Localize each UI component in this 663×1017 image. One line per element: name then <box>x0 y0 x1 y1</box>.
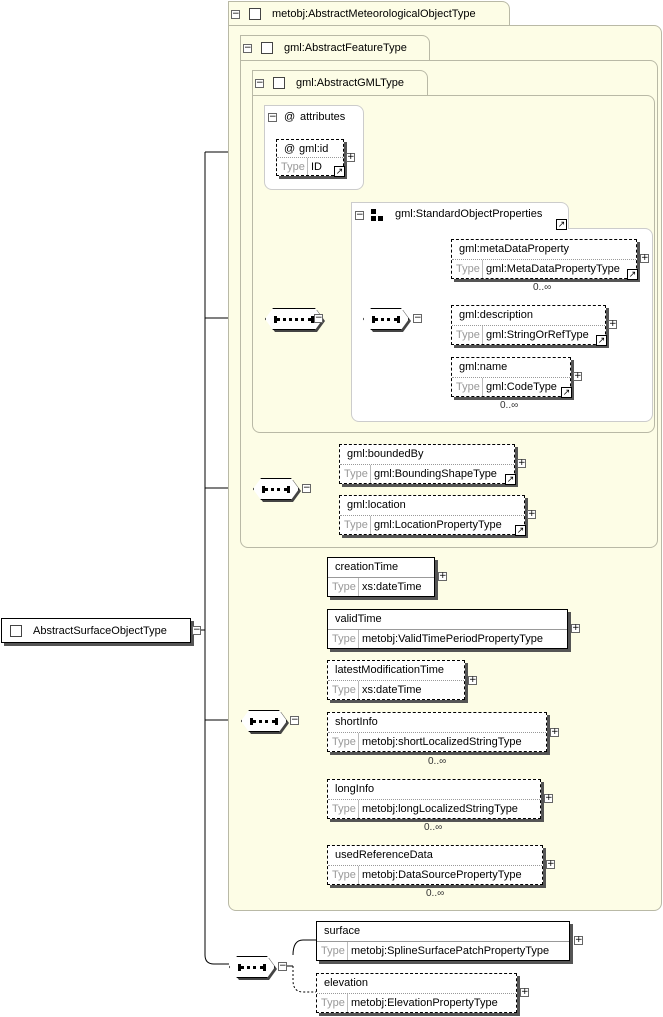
attribute-type: ID <box>311 161 322 173</box>
collapse-toggle-seq-surface[interactable]: − <box>278 961 287 971</box>
checkbox-icon <box>249 8 261 20</box>
checkbox-icon <box>10 625 22 637</box>
expand-toggle[interactable]: + <box>520 987 529 997</box>
expand-toggle-gml-id[interactable]: + <box>346 152 355 162</box>
collapse-toggle-meteo[interactable]: − <box>231 9 240 19</box>
expand-toggle[interactable]: + <box>546 859 555 869</box>
feature-panel-title: gml:AbstractFeatureType <box>284 42 407 54</box>
occurrence-label: 0..∞ <box>426 888 445 899</box>
collapse-toggle-seq-feature[interactable]: − <box>302 483 311 493</box>
occurrence-label: 0..∞ <box>533 282 552 293</box>
root-type-node[interactable]: AbstractSurfaceObjectType <box>1 618 191 643</box>
expand-toggle[interactable]: + <box>608 319 617 329</box>
sequence-icon-meteo[interactable] <box>241 710 287 732</box>
expand-toggle[interactable]: + <box>571 623 580 633</box>
expand-toggle[interactable]: + <box>517 458 526 468</box>
gml-panel-title: gml:AbstractGMLType <box>296 77 404 89</box>
link-icon[interactable]: ↗ <box>334 166 345 177</box>
expand-toggle[interactable]: + <box>468 675 477 685</box>
checkbox-icon <box>261 42 273 54</box>
attributes-title: attributes <box>300 111 346 123</box>
at-icon: @ <box>284 111 296 123</box>
checkbox-icon <box>273 77 285 89</box>
link-icon[interactable]: ↗ <box>561 387 572 398</box>
attribute-gml-id[interactable]: @ gml:id Type ID ↗ <box>276 139 345 177</box>
link-icon[interactable]: ↗ <box>596 335 607 346</box>
at-icon: @ <box>284 143 296 155</box>
collapse-toggle-attributes[interactable]: − <box>268 112 277 122</box>
expand-toggle[interactable]: + <box>573 371 582 381</box>
collapse-toggle-seq-gml[interactable]: − <box>314 313 323 323</box>
expand-toggle[interactable]: + <box>438 571 447 581</box>
collapse-toggle-root[interactable]: − <box>192 625 201 635</box>
link-icon[interactable]: ↗ <box>627 269 638 280</box>
occurrence-label: 0..∞ <box>424 822 443 833</box>
sequence-icon-surface[interactable] <box>229 956 275 978</box>
expand-toggle[interactable]: + <box>550 727 559 737</box>
collapse-toggle-gml[interactable]: − <box>255 78 264 88</box>
type-label: Type <box>281 161 305 173</box>
connector-surface-seq <box>204 954 229 965</box>
link-icon[interactable]: ↗ <box>556 219 567 230</box>
occurrence-label: 0..∞ <box>428 756 447 767</box>
expand-toggle[interactable]: + <box>527 509 536 519</box>
collapse-toggle-seq-standard[interactable]: − <box>413 313 422 323</box>
group-icon <box>371 209 383 221</box>
link-icon[interactable]: ↗ <box>505 474 516 485</box>
link-icon[interactable]: ↗ <box>515 525 526 536</box>
expand-toggle[interactable]: + <box>640 253 649 263</box>
standard-properties-title: gml:StandardObjectProperties <box>395 208 543 220</box>
occurrence-label: 0..∞ <box>500 400 519 411</box>
sequence-icon-standard[interactable] <box>363 308 409 330</box>
expand-toggle[interactable]: + <box>544 793 553 803</box>
collapse-toggle-standard[interactable]: − <box>355 210 364 220</box>
collapse-toggle-seq-meteo[interactable]: − <box>290 715 299 725</box>
root-type-label: AbstractSurfaceObjectType <box>33 625 167 637</box>
sequence-icon-feature[interactable] <box>253 478 299 500</box>
meteo-panel-tab <box>228 1 510 27</box>
meteo-panel-title: metobj:AbstractMeteorologicalObjectType <box>272 8 476 20</box>
standard-properties-tab <box>351 202 569 229</box>
expand-toggle[interactable]: + <box>574 935 583 945</box>
collapse-toggle-feature[interactable]: − <box>243 43 252 53</box>
attribute-name: gml:id <box>299 143 329 155</box>
